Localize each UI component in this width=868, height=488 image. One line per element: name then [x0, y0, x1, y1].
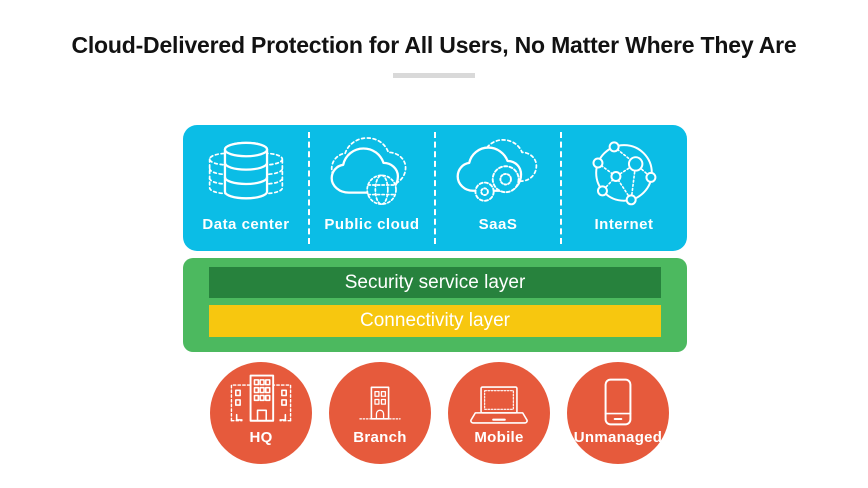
hq-building-icon [221, 370, 301, 426]
laptop-icon [466, 370, 532, 426]
edge-item-label: Unmanaged [573, 429, 663, 446]
edge-item-hq: HQ [210, 362, 312, 464]
connectivity-layer-label: Connectivity layer [360, 310, 510, 331]
page-title: Cloud-Delivered Protection for All Users… [71, 32, 797, 58]
connectivity-layer-bar: Connectivity layer [209, 305, 661, 337]
dashed-separator [434, 132, 436, 244]
title-underline-divider [393, 73, 475, 78]
cloud-item-public-cloud: Public cloud [308, 125, 435, 251]
edge-item-mobile: Mobile [448, 362, 550, 464]
security-service-layer-label: Security service layer [344, 271, 526, 293]
edge-item-label: HQ [249, 429, 273, 446]
dashed-separator [308, 132, 310, 244]
edge-item-label: Mobile [474, 429, 524, 446]
smartphone-icon [603, 370, 633, 426]
edge-item-label: Branch [353, 429, 407, 446]
security-service-layer-bar: Security service layer [209, 267, 661, 298]
cloud-item-data-center: Data center [183, 125, 309, 251]
sase-layers-panel: Security service layer Connectivity laye… [183, 258, 687, 352]
edge-item-branch: Branch [329, 362, 431, 464]
cloud-item-internet: Internet [560, 125, 687, 251]
branch-building-icon [354, 370, 406, 426]
edge-item-unmanaged: Unmanaged [567, 362, 669, 464]
cloud-item-label: SaaS [478, 216, 518, 233]
cloud-item-label: Internet [594, 216, 654, 233]
cloud-item-label: Public cloud [324, 216, 420, 233]
database-icon [202, 130, 290, 214]
cloud-gears-icon [450, 130, 546, 214]
cloud-resources-panel: Data center Public cloud [183, 125, 687, 251]
cloud-globe-icon [324, 130, 420, 214]
dashed-separator [560, 132, 562, 244]
cloud-item-label: Data center [202, 216, 290, 233]
cloud-item-saas: SaaS [434, 125, 561, 251]
network-globe-icon [589, 130, 659, 214]
